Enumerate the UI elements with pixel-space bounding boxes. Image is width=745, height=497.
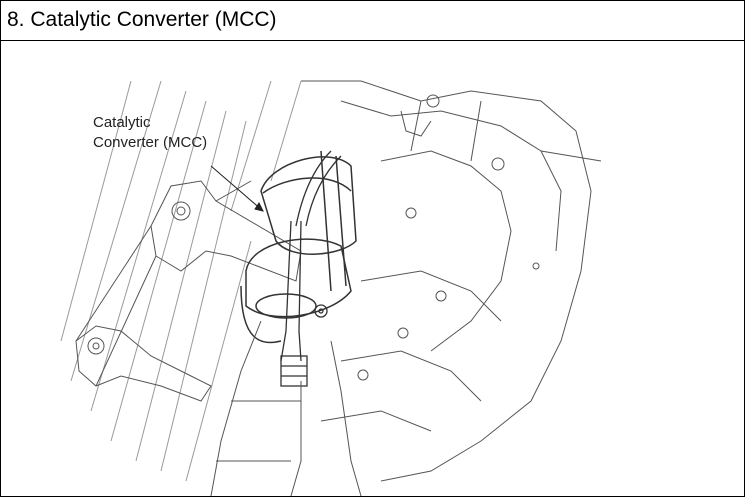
callout-leader-line — [210, 165, 264, 212]
section-title: 8. Catalytic Converter (MCC) — [7, 8, 277, 31]
catalytic-converter — [240, 150, 357, 344]
hatch-lines — [60, 80, 302, 482]
converter-illustration — [60, 80, 602, 496]
engine-block — [301, 80, 602, 482]
illustration-area: Catalytic Converter (MCC) — [1, 41, 744, 496]
lower-shield — [210, 320, 362, 496]
section-header: 8. Catalytic Converter (MCC) — [1, 1, 744, 41]
left-bracket — [75, 180, 302, 402]
callout-line-1: Catalytic — [93, 114, 151, 131]
callout-label: Catalytic Converter (MCC) — [93, 113, 207, 153]
callout-line-2: Converter (MCC) — [93, 134, 208, 151]
exhaust-pipe — [280, 150, 342, 387]
